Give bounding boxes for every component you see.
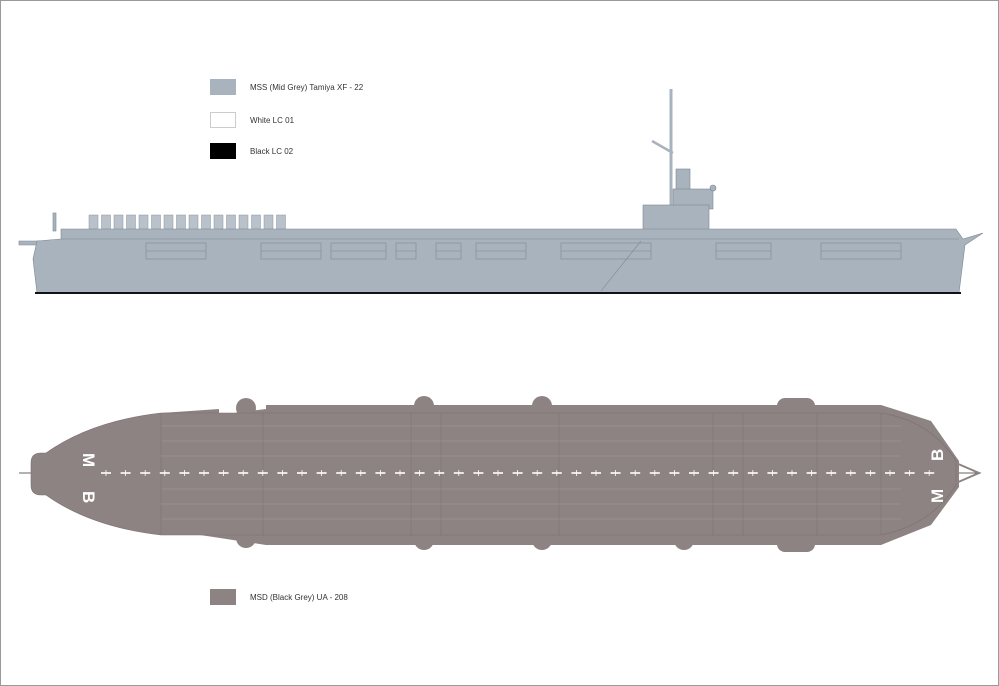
legend-label: White LC 01 (250, 115, 295, 125)
parked-aircraft-row (88, 214, 286, 230)
legend-label: MSS (Mid Grey) Tamiya XF - 22 (250, 82, 364, 92)
parked-aircraft (251, 214, 261, 230)
searchlight (709, 184, 717, 192)
deck-letter: B (928, 449, 947, 461)
funnel (675, 168, 691, 192)
ladder (600, 240, 642, 292)
deck-letter: B (79, 491, 98, 503)
centerline-markings (101, 470, 935, 476)
parked-aircraft (226, 214, 236, 230)
side-galleries (145, 242, 902, 260)
legend-label: Black LC 02 (250, 146, 294, 156)
parked-aircraft (213, 214, 224, 230)
legend-item-white: White LC 01 (210, 112, 294, 128)
swatch-black-grey (210, 589, 236, 605)
parked-aircraft (113, 214, 124, 230)
parked-aircraft (126, 214, 136, 230)
legend-label: MSD (Black Grey) UA - 208 (250, 592, 348, 602)
parked-aircraft (201, 214, 211, 230)
legend-item-black-grey: MSD (Black Grey) UA - 208 (210, 589, 348, 605)
parked-aircraft (188, 214, 199, 230)
hull (32, 228, 984, 294)
stern-post (52, 212, 57, 232)
parked-aircraft (151, 214, 161, 230)
yard (651, 139, 674, 155)
island (642, 204, 710, 232)
swatch-black (210, 143, 236, 159)
top-view: M B B M (19, 396, 982, 552)
deck-letter: M (928, 489, 947, 503)
parked-aircraft (238, 214, 249, 230)
parked-aircraft (176, 214, 186, 230)
legend-item-black: Black LC 02 (210, 143, 293, 159)
parked-aircraft (88, 214, 99, 230)
parked-aircraft (263, 214, 274, 230)
legend-item-mid-grey: MSS (Mid Grey) Tamiya XF - 22 (210, 79, 363, 95)
deck-planking (160, 413, 901, 535)
side-profile (18, 89, 984, 294)
swatch-mid-grey (210, 79, 236, 95)
bow-bracket (955, 462, 982, 484)
flight-deck (30, 412, 957, 536)
parked-aircraft (138, 214, 149, 230)
parked-aircraft (163, 214, 174, 230)
parked-aircraft (276, 214, 286, 230)
swatch-white (210, 112, 236, 128)
deck-letter: M (79, 453, 98, 467)
parked-aircraft (101, 214, 111, 230)
